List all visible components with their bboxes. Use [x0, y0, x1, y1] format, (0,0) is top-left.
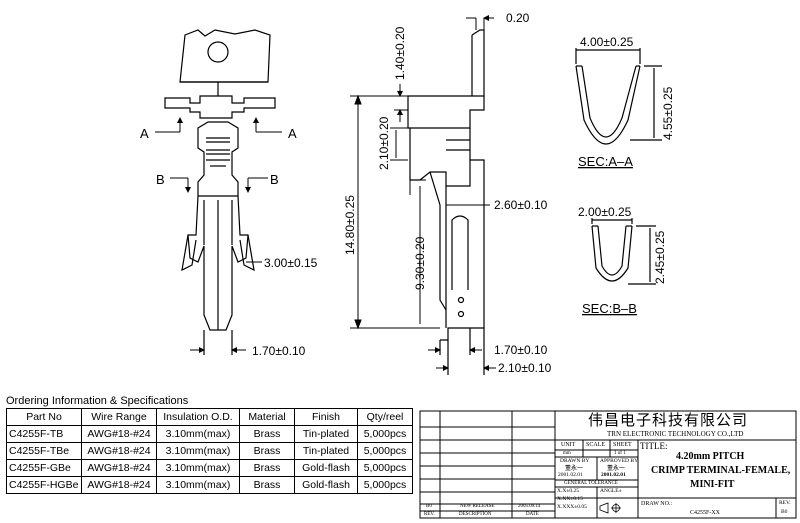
drawn-date: 2001.02.01	[558, 472, 583, 478]
company-name-cn: 伟昌电子科技有限公司	[588, 413, 749, 429]
dim-1-40: 1.40±0.20	[393, 26, 407, 80]
side-view	[407, 29, 485, 375]
drawn-by: 董永一	[565, 466, 584, 472]
marker-b-left: B	[156, 172, 165, 187]
dim-2-60: 2.60±0.10	[494, 198, 548, 212]
section-b-b	[591, 218, 656, 285]
sheet-label: SHEET	[613, 442, 632, 448]
approved-by-label: APPROVED BY	[600, 458, 639, 464]
ordering-header-row: Part No Wire Range Insulation O.D. Mater…	[6, 408, 413, 426]
cell: 3.10mm(max)	[156, 459, 240, 477]
ordering-table: Part No Wire Range Insulation O.D. Mater…	[6, 408, 413, 494]
table-row: C4255F-HGBe AWG#18-#24 3.10mm(max) Brass…	[6, 476, 413, 494]
dim-2-10-bottom: 2.10±0.10	[498, 361, 552, 375]
ordering-title: Ordering Information & Specifications	[6, 395, 189, 407]
secB-height-dim: 2.45±0.25	[653, 230, 667, 284]
cell: AWG#18-#24	[81, 442, 157, 460]
dim-2-10-vertical: 2.10±0.20	[377, 116, 391, 170]
marker-a-left: A	[140, 126, 149, 141]
new-release: NEW RELEASE	[460, 504, 495, 509]
col-header: Finish	[294, 408, 358, 426]
table-row: C4255F-TB AWG#18-#24 3.10mm(max) Brass T…	[6, 425, 413, 443]
cell: Tin-plated	[294, 425, 358, 443]
cell: Gold-flash	[294, 476, 358, 494]
release-date: 2005.09.14	[518, 504, 541, 509]
marker-a-right: A	[288, 126, 297, 141]
title-label: TITLE:	[640, 441, 668, 451]
table-row: C4255F-GBe AWG#18-#24 3.10mm(max) Brass …	[6, 459, 413, 477]
cell: Brass	[239, 476, 295, 494]
dim-9-30: 9.30±0.20	[413, 236, 427, 290]
cell: C4255F-HGBe	[6, 476, 82, 494]
cell: Gold-flash	[294, 459, 358, 477]
col-header: Part No	[6, 408, 82, 426]
secB-width-dim: 2.00±0.25	[578, 205, 632, 219]
cell: 3.10mm(max)	[156, 425, 240, 443]
dim-0-20: 0.20	[506, 11, 530, 25]
cell: 5,000pcs	[357, 442, 413, 460]
title-block-frame	[419, 410, 797, 519]
tolerance-2: X.XX±0.15	[557, 496, 583, 502]
title-line-2: CRIMP TERMINAL-FEMALE,	[651, 465, 791, 476]
rev-value: B0	[781, 509, 788, 515]
cell: C4255F-TBe	[6, 442, 82, 460]
draw-no-label: DRAW NO.:	[641, 501, 673, 507]
scale-label: SCALE	[586, 442, 606, 448]
marker-b-right: B	[270, 172, 279, 187]
cell: C4255F-TB	[6, 425, 82, 443]
tolerance-1: X.X±0.25	[557, 488, 579, 494]
col-header: Qty/reel	[357, 408, 413, 426]
cell: AWG#18-#24	[81, 459, 157, 477]
general-tolerance: GENERAL TOLERANCE	[564, 481, 618, 486]
top-view	[164, 29, 276, 355]
col-date: DATE	[526, 512, 539, 517]
tolerance-3: X.XXX±0.05	[557, 504, 587, 510]
top-view-dimensions	[155, 117, 282, 353]
angle-label: ANGLE±	[600, 488, 622, 494]
unit-value: mm	[563, 451, 571, 456]
col-description: DESCRIPTION	[459, 512, 492, 517]
rev-label: REV.	[779, 500, 791, 506]
section-a-a	[575, 48, 662, 145]
rev-code: B0	[426, 504, 432, 509]
cell: 3.10mm(max)	[156, 442, 240, 460]
secA-height-dim: 4.55±0.25	[661, 86, 675, 140]
projection-symbol-icon	[599, 502, 621, 514]
approved-date: 2001.02.01	[601, 472, 626, 478]
cell: AWG#18-#24	[81, 425, 157, 443]
cell: Brass	[239, 459, 295, 477]
cell: Brass	[239, 442, 295, 460]
dim-1-70-left: 1.70±0.10	[252, 344, 306, 358]
drawn-by-label: DRAWN BY	[560, 458, 590, 464]
dim-1-70-right: 1.70±0.10	[494, 343, 548, 357]
cell: 5,000pcs	[357, 425, 413, 443]
table-row: C4255F-TBe AWG#18-#24 3.10mm(max) Brass …	[6, 442, 413, 460]
approved-by: 董永一	[607, 466, 626, 472]
cell: 5,000pcs	[357, 459, 413, 477]
col-header: Insulation O.D.	[156, 408, 240, 426]
section-a-a-label: SEC:A–A	[578, 154, 633, 169]
cell: C4255F-GBe	[6, 459, 82, 477]
section-b-b-label: SEC:B–B	[582, 301, 637, 316]
side-view-dimensions	[350, 15, 496, 371]
title-line-1: 4.20mm PITCH	[676, 451, 745, 462]
company-name-en: TRN ELECTRONIC TECHNOLOGY CO.,LTD	[607, 430, 744, 438]
col-rev: REV.	[424, 512, 435, 517]
dim-3-00: 3.00±0.15	[264, 256, 318, 270]
cell: 3.10mm(max)	[156, 476, 240, 494]
sheet-value: 1 of 1	[614, 451, 626, 456]
secA-width-dim: 4.00±0.25	[580, 35, 634, 49]
col-header: Wire Range	[81, 408, 157, 426]
cell: AWG#18-#24	[81, 476, 157, 494]
draw-no: C4255F-XX	[690, 510, 721, 516]
cell: Tin-plated	[294, 442, 358, 460]
dim-14-80: 14.80±0.25	[343, 195, 357, 255]
unit-label: UNIT	[561, 442, 576, 448]
cell: Brass	[239, 425, 295, 443]
title-line-3: MINI-FIT	[690, 479, 735, 490]
cell: 5,000pcs	[357, 476, 413, 494]
col-header: Material	[239, 408, 295, 426]
